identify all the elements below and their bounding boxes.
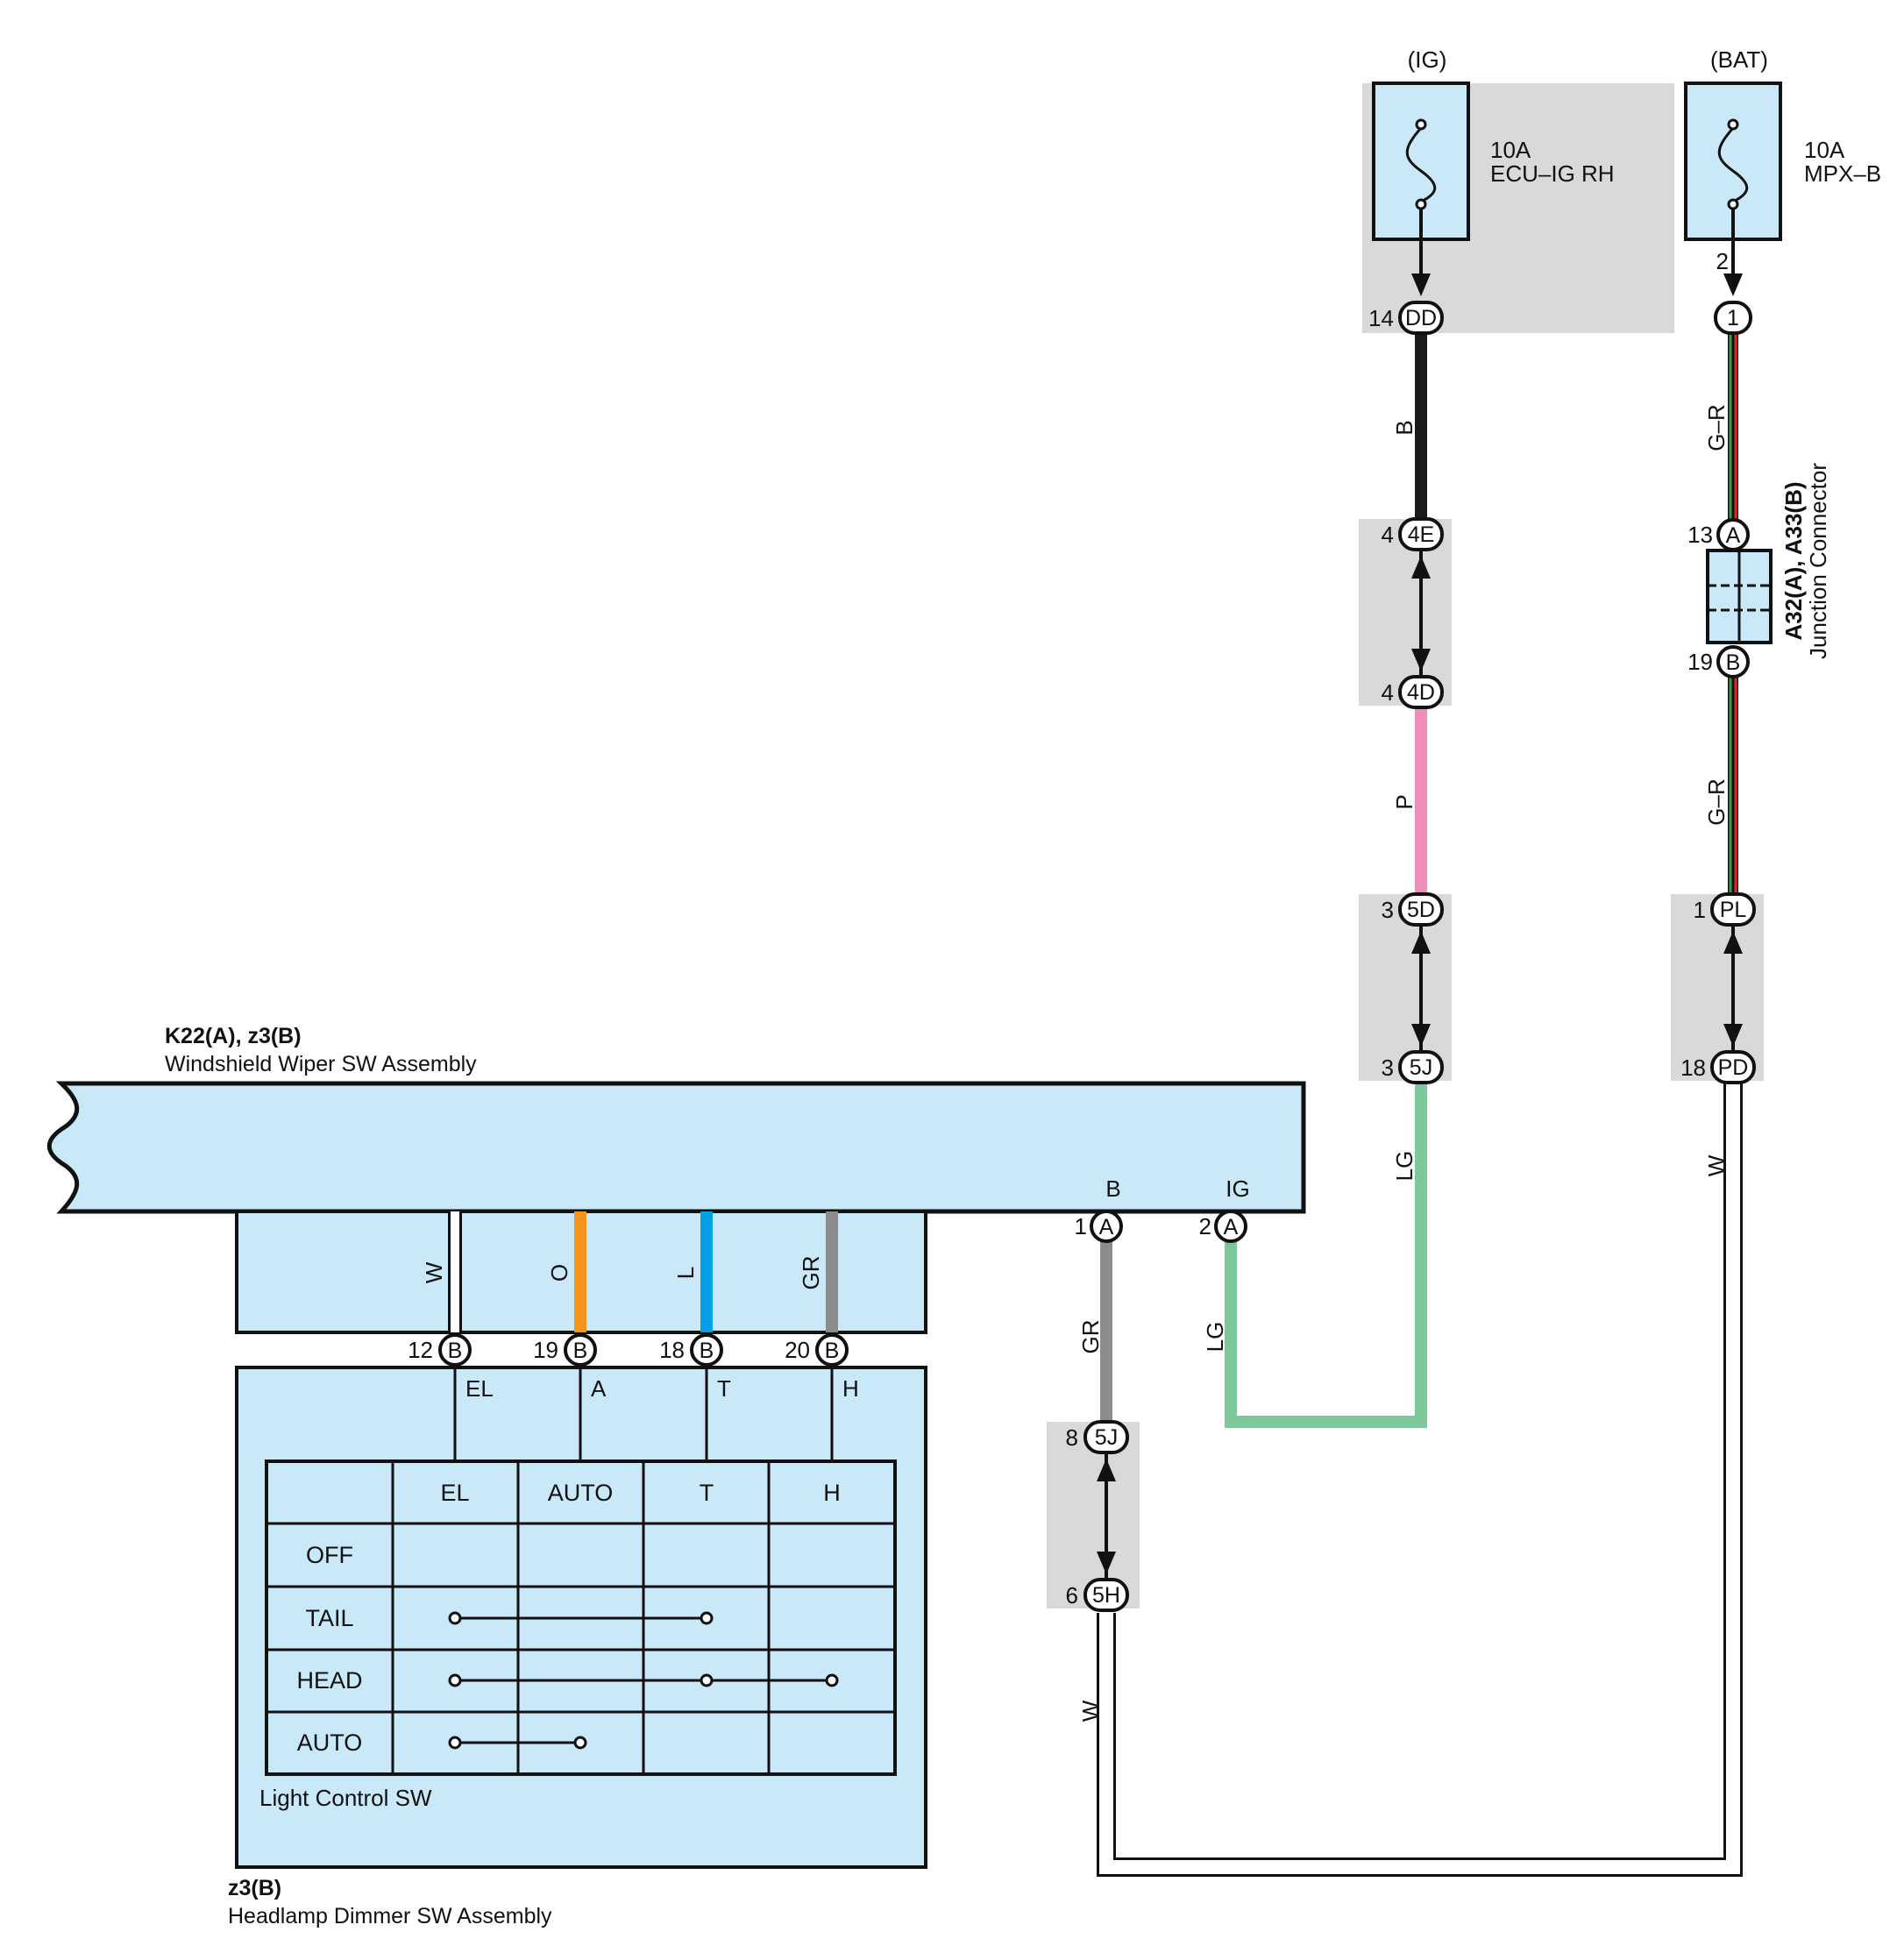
pin-5j-top: 3	[1382, 1055, 1394, 1081]
junction-connector-name: Junction Connector	[1805, 463, 1831, 659]
connector-b20: B	[825, 1339, 840, 1363]
junction-connector-code: A32(A), A33(B)	[1780, 481, 1807, 640]
pin-5d: 3	[1382, 897, 1394, 923]
fuse-bat-name: MPX–B	[1804, 160, 1881, 187]
pin-b18: 18	[659, 1337, 685, 1363]
head-continuity	[448, 1673, 839, 1687]
pin-b12: 12	[408, 1337, 433, 1363]
pin-dd: 14	[1368, 305, 1394, 331]
connector-4d: 4D	[1407, 680, 1435, 705]
table-header-h: H	[823, 1480, 841, 1506]
joint-5d-5j-area	[1359, 894, 1452, 1081]
wire-g-r-lower	[1728, 675, 1738, 894]
connector-pills	[438, 301, 1756, 1612]
wire-label-o: O	[546, 1264, 572, 1282]
wire-label-lg-upper: LG	[1391, 1151, 1417, 1182]
junction-connector-body	[1706, 549, 1773, 644]
wire-label-l: L	[672, 1267, 699, 1279]
connector-b19: B	[573, 1339, 588, 1363]
pin-5h: 6	[1066, 1582, 1078, 1609]
connector-5h: 5H	[1092, 1583, 1120, 1608]
table-header-el: EL	[440, 1480, 469, 1506]
connector-junction-a: A	[1726, 523, 1741, 548]
table-row-off: OFF	[306, 1542, 353, 1568]
connector-5j-top: 5J	[1410, 1055, 1432, 1080]
joint-4e-4d-area	[1359, 519, 1452, 706]
table-row-head: HEAD	[296, 1667, 362, 1694]
pin-b20: 20	[785, 1337, 810, 1363]
table-header-auto: AUTO	[548, 1480, 614, 1506]
arrow-icon	[1097, 273, 1743, 1574]
wire-label-gr-outer: GR	[1077, 1320, 1104, 1354]
wire-label-w-internal: W	[421, 1261, 447, 1283]
wire-label-w-bottom: W	[1077, 1700, 1104, 1722]
wire-label-g-r-lower: G–R	[1703, 778, 1730, 825]
fuse-ig-source: (IG)	[1408, 46, 1447, 73]
connector-5j-bottom: 5J	[1095, 1425, 1118, 1450]
fuse-bat-rating: 10A	[1804, 137, 1845, 163]
pin-5j-bottom: 8	[1066, 1424, 1078, 1451]
light-control-switch-table	[265, 1460, 897, 1776]
connector-wiper-a2: A	[1224, 1215, 1239, 1239]
wire-label-b: B	[1391, 420, 1417, 435]
wire-label-lg-lower: LG	[1202, 1322, 1228, 1353]
wire-g-r-upper	[1728, 333, 1738, 519]
connector-pl: PL	[1720, 898, 1747, 922]
tail-continuity	[448, 1611, 714, 1625]
fuse-ig-name: ECU–IG RH	[1490, 160, 1615, 187]
wiper-terminal-b: B	[1105, 1175, 1120, 1202]
pin-b19: 19	[533, 1337, 558, 1363]
connector-b12: B	[448, 1339, 463, 1363]
pin-pd: 18	[1680, 1055, 1706, 1081]
dimmer-assembly-name: Headlamp Dimmer SW Assembly	[228, 1904, 552, 1928]
wire-label-g-r-upper: G–R	[1703, 404, 1730, 451]
connector-dd: DD	[1405, 306, 1437, 330]
connector-4e: 4E	[1408, 522, 1435, 547]
pin-wiper-a2: 2	[1199, 1213, 1211, 1239]
connector-5d: 5D	[1407, 898, 1435, 922]
connector-bat-1: 1	[1727, 306, 1739, 330]
joint-pl-pd-area	[1671, 894, 1764, 1081]
connector-junction-b: B	[1726, 650, 1741, 675]
pin-junction-a: 13	[1687, 522, 1713, 548]
fuse-ig-rating: 10A	[1490, 137, 1531, 163]
pin-bat-fuse: 2	[1716, 248, 1729, 274]
pin-junction-b: 19	[1687, 649, 1713, 675]
connector-pd: PD	[1718, 1055, 1749, 1080]
wiper-terminal-ig: IG	[1226, 1175, 1249, 1202]
connector-wiper-a1: A	[1099, 1215, 1114, 1239]
wiper-assembly-code: K22(A), z3(B)	[165, 1024, 302, 1048]
pin-4d: 4	[1382, 679, 1394, 706]
dimmer-assembly-code: z3(B)	[228, 1876, 281, 1900]
wire-lg-lightgreen	[1225, 1081, 1427, 1428]
fuse-bat-source: (BAT)	[1710, 46, 1768, 73]
pin-pl: 1	[1694, 897, 1706, 923]
pin-4e: 4	[1382, 522, 1394, 548]
wire-label-w-right: W	[1703, 1154, 1730, 1176]
wiper-assembly-name: Windshield Wiper SW Assembly	[165, 1052, 477, 1076]
pin-wiper-a1: 1	[1075, 1213, 1087, 1239]
auto-continuity	[448, 1736, 587, 1750]
connector-b18: B	[700, 1339, 714, 1363]
terminal-h: H	[842, 1375, 859, 1402]
table-row-auto: AUTO	[297, 1729, 363, 1756]
terminal-t: T	[717, 1375, 731, 1402]
table-row-tail: TAIL	[305, 1605, 353, 1631]
joint-5j-5h-area	[1047, 1422, 1140, 1609]
wire-label-gr-internal: GR	[798, 1256, 824, 1290]
table-header-t: T	[700, 1480, 714, 1506]
windshield-wiper-sw-assembly-body	[46, 1081, 1306, 1214]
terminal-el: EL	[465, 1375, 494, 1402]
terminal-a: A	[591, 1375, 607, 1402]
wire-label-p: P	[1391, 794, 1417, 809]
light-control-sw-label: Light Control SW	[259, 1785, 432, 1811]
